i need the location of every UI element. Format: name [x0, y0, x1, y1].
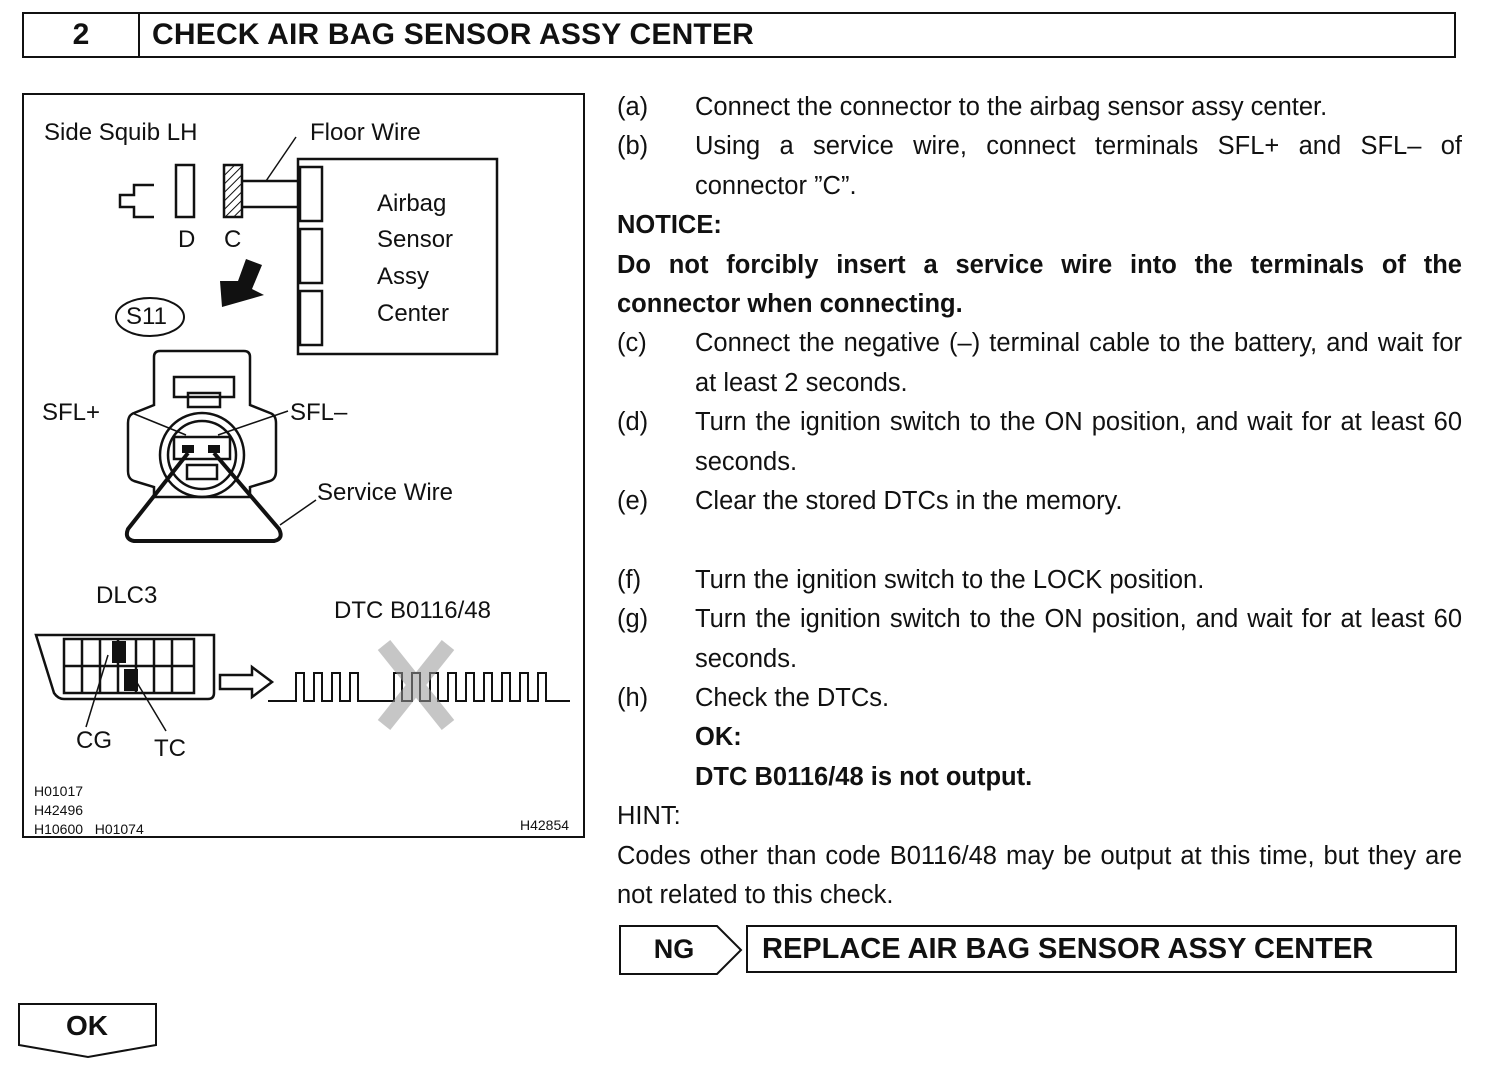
airbag-sensor-box: [296, 157, 499, 356]
step-a: (a) Connect the connector to the airbag …: [617, 88, 1462, 127]
wiring-figure: Side Squib LH Floor Wire Airbag Sensor A…: [22, 93, 585, 838]
step-h: (h) Check the DTCs.: [617, 679, 1462, 718]
step-text: Clear the stored DTCs in the memory.: [695, 487, 1123, 516]
ok-button[interactable]: OK: [18, 1003, 158, 1059]
ng-button[interactable]: NG: [619, 925, 745, 975]
label-floor-wire: Floor Wire: [310, 119, 421, 146]
step-title: CHECK AIR BAG SENSOR ASSY CENTER: [152, 18, 755, 51]
cross-mark: [377, 640, 455, 730]
step-label: (a): [617, 93, 649, 121]
ng-label: NG: [653, 933, 695, 964]
connector-c: [222, 163, 244, 219]
step-text: Connect the negative (–) terminal cable …: [695, 329, 1462, 397]
ref-code-2: H42496: [34, 802, 84, 818]
step-b: (b) Using a service wire, connect termin…: [617, 127, 1462, 206]
ng-action-box: REPLACE AIR BAG SENSOR ASSY CENTER: [746, 925, 1457, 973]
hint-text: Codes other than code B0116/48 may be ou…: [617, 841, 1462, 910]
label-sensor-4: Center: [377, 300, 450, 327]
notice-text: Do not forcibly insert a service wire in…: [617, 250, 1462, 319]
label-service-wire: Service Wire: [317, 479, 454, 506]
step-label: (g): [617, 605, 649, 634]
label-sfl-plus: SFL+: [42, 399, 101, 426]
label-cg: CG: [76, 727, 112, 754]
squib-plug: [118, 183, 154, 219]
step-f: (f) Turn the ignition switch to the LOCK…: [617, 561, 1462, 600]
label-sensor-1: Airbag: [377, 190, 447, 217]
service-wire: [124, 451, 283, 543]
step-label: (d): [617, 408, 649, 437]
ok-text: DTC B0116/48 is not output.: [695, 762, 1033, 791]
ref-code-3: H10600 H01074: [34, 821, 144, 837]
step-text: Using a service wire, connect terminals …: [695, 132, 1462, 200]
label-sensor-3: Assy: [377, 263, 430, 290]
step-d: (d) Turn the ignition switch to the ON p…: [617, 403, 1462, 482]
step-text: Turn the ignition switch to the ON posit…: [695, 605, 1462, 673]
label-dtc: DTC B0116/48: [334, 597, 491, 624]
step-label: (h): [617, 684, 649, 713]
label-conn-d: D: [178, 226, 196, 253]
step-number: 2: [24, 14, 140, 56]
ok-arrow-shape: [18, 1003, 157, 1059]
instruction-list: (a) Connect the connector to the airbag …: [617, 88, 1462, 916]
signal-arrow: [218, 664, 275, 700]
step-label: (c): [617, 329, 647, 358]
hint-heading: HINT:: [617, 802, 681, 831]
label-conn-c: C: [224, 226, 242, 253]
label-side-squib: Side Squib LH: [44, 119, 198, 146]
down-arrow: [220, 259, 264, 307]
connector-code-ellipse: [115, 297, 185, 337]
label-sfl-minus: SFL–: [290, 399, 348, 426]
step-text: Connect the connector to the airbag sens…: [695, 93, 1328, 121]
dlc3-connector: [34, 633, 216, 701]
label-tc: TC: [154, 735, 186, 762]
step-text: Turn the ignition switch to the LOCK pos…: [695, 565, 1205, 594]
label-conn-code: S11: [126, 303, 167, 330]
connector-d: [174, 163, 196, 219]
step-e: (e) Clear the stored DTCs in the memory.: [617, 482, 1462, 521]
floor-wire-leader: [265, 136, 297, 182]
ng-arrow-shape: [619, 925, 743, 975]
label-sensor-2: Sensor: [377, 226, 454, 253]
figure-code: H42854: [520, 817, 570, 833]
step-g: (g) Turn the ignition switch to the ON p…: [617, 600, 1462, 679]
pin-tc: [124, 669, 138, 691]
step-text: Turn the ignition switch to the ON posit…: [695, 408, 1462, 476]
ok-label: OK: [66, 1010, 108, 1041]
step-header: 2 CHECK AIR BAG SENSOR ASSY CENTER: [22, 12, 1456, 58]
step-c: (c) Connect the negative (–) terminal ca…: [617, 324, 1462, 403]
step-label: (f): [617, 565, 642, 594]
pin-cg: [112, 641, 126, 663]
notice-heading: NOTICE:: [617, 211, 722, 240]
step-label: (b): [617, 132, 649, 161]
connector-face: [126, 349, 278, 499]
ref-code-1: H01017: [34, 783, 84, 799]
step-label: (e): [617, 487, 649, 516]
step-text: Check the DTCs.: [695, 684, 890, 713]
figure-drawing: [34, 136, 570, 732]
ok-heading: OK:: [695, 723, 742, 752]
label-dlc3: DLC3: [96, 582, 158, 609]
